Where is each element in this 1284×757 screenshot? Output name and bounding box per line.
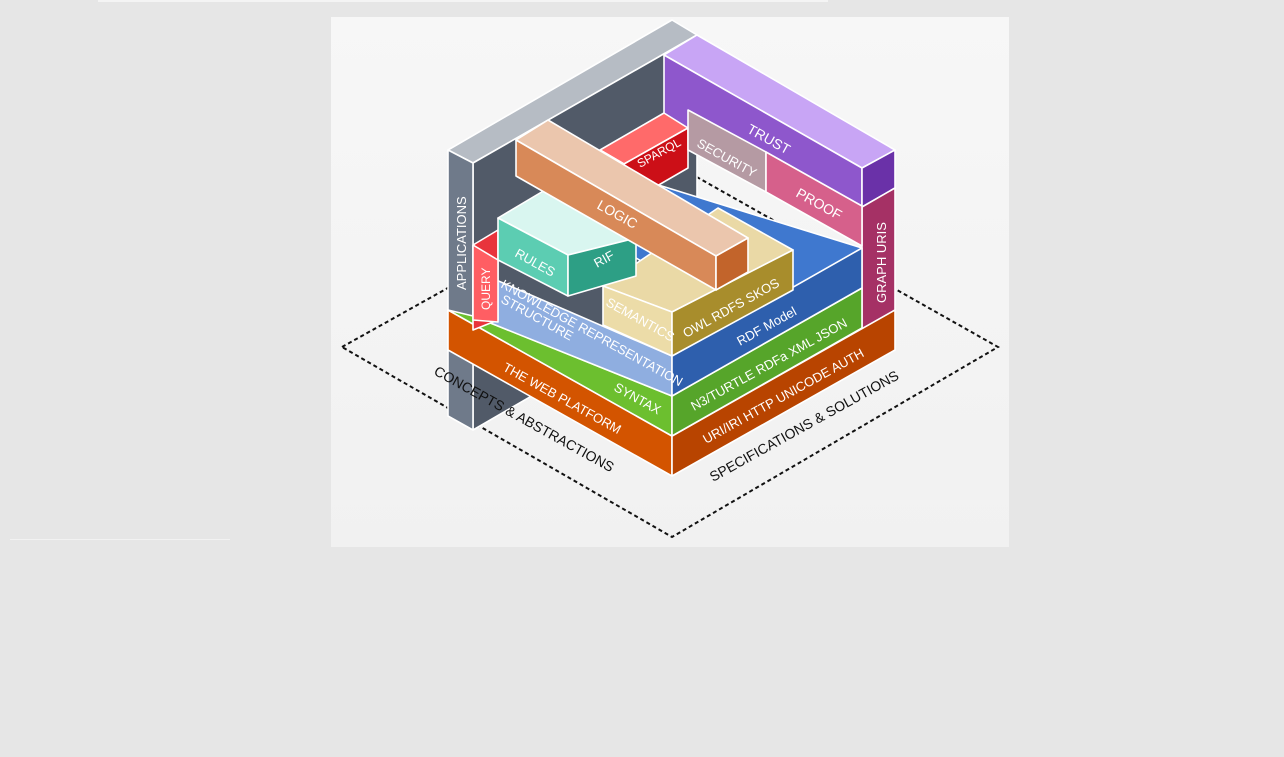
logic-end xyxy=(715,237,749,291)
query-pillar-face xyxy=(472,244,499,323)
ground-plane xyxy=(339,161,1001,539)
rdf-model-face xyxy=(671,247,863,397)
semantics-right xyxy=(671,249,794,357)
proof-block xyxy=(765,151,863,247)
faint-divider xyxy=(10,539,230,540)
label-graph-uris: GRAPH URIS xyxy=(874,222,889,303)
label-applications: APPLICATIONS xyxy=(454,196,469,290)
top-edge-bar xyxy=(98,0,828,2)
label-query: QUERY xyxy=(479,268,493,310)
rif-block xyxy=(567,237,637,297)
